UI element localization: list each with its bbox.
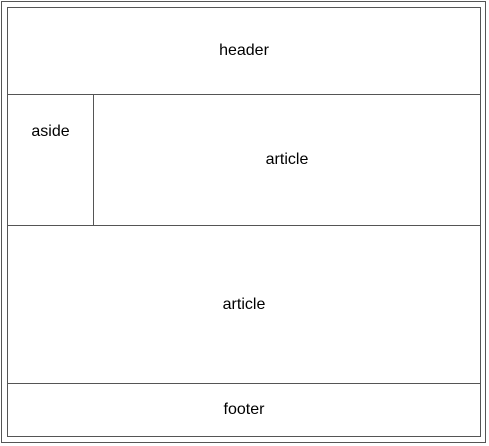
article-label-bottom: article <box>222 295 266 313</box>
article-label-top: article <box>265 151 309 168</box>
article-region-bottom: article <box>8 226 480 384</box>
footer-region: footer <box>8 384 480 436</box>
page-layout-diagram: header aside article article footer <box>7 7 481 437</box>
footer-label: footer <box>223 401 265 418</box>
aside-region: aside <box>8 95 94 226</box>
aside-label: aside <box>31 123 70 140</box>
article-region-top: article <box>94 95 480 226</box>
header-label: header <box>219 42 269 59</box>
header-region: header <box>8 8 480 95</box>
